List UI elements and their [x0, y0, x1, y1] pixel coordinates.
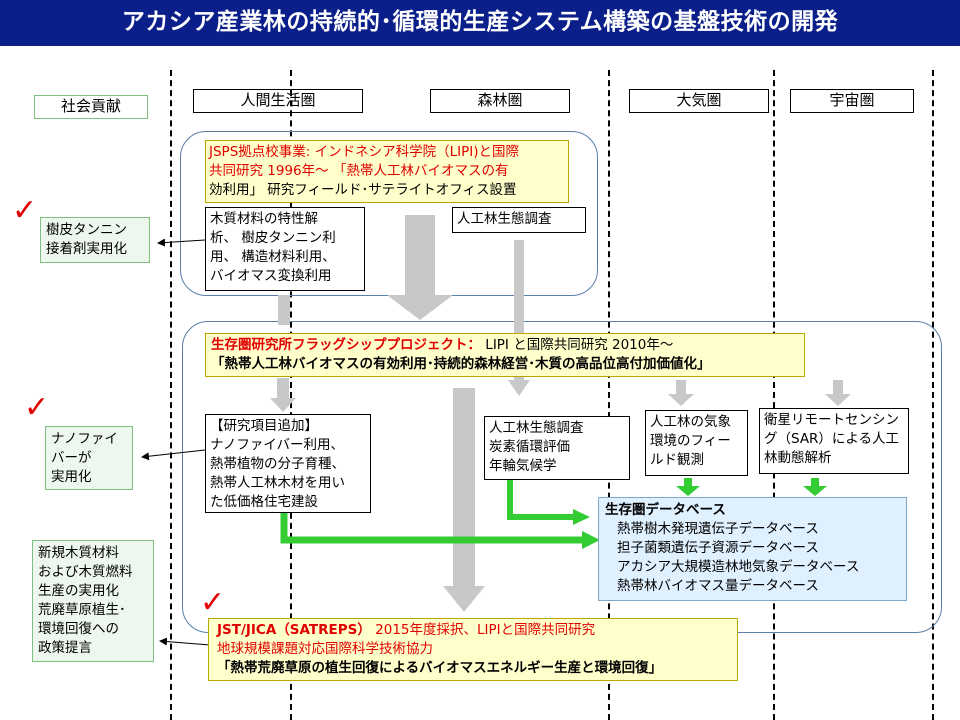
added-research-line: 【研究項目追加】 — [210, 418, 318, 434]
social-nano-line: バーが — [51, 450, 92, 466]
flagship-project-box: 生存圏研究所フラッグシッププロジェクト： LIPI と国際共同研究 2010年～… — [205, 333, 805, 377]
added-research-line: ナノファイバー利用、 — [210, 437, 345, 453]
jst-theme: 「熱帯荒廃草原の植生回復によるバイオマスエネルギー生産と環境回復」 — [217, 660, 663, 676]
database-item: 担子菌類遺伝子資源データベース — [617, 540, 819, 556]
check-icon: ✓ — [200, 585, 226, 620]
green-arrow-icon — [676, 478, 700, 496]
wood-research-line: 木質材料の特性解 — [210, 211, 318, 227]
green-arrow-icon — [280, 512, 600, 549]
divider-line — [170, 70, 172, 720]
wood-research-line: 用、 構造材料利用、 — [210, 249, 336, 265]
ecology-line: 人工林生態調査 — [489, 420, 584, 436]
jst-detail: 2015年度採択、LIPIと国際共同研究 — [375, 622, 596, 638]
divider-line — [773, 70, 775, 720]
jsps-line3: 効利用」 研究フィールド･サテライトオフィス設置 — [209, 182, 517, 198]
social-nano-line: ナノファイ — [51, 431, 118, 447]
arrow-icon — [157, 238, 206, 247]
weather-line: 人工林の気象 — [650, 414, 731, 430]
social-policy-line: 環境回復への — [38, 621, 119, 637]
ecology-survey-box: 人工林生態調査 — [452, 207, 586, 233]
weather-line: 環境のフィー — [650, 433, 731, 449]
social-tannin-line: 接着剤実用化 — [46, 241, 127, 257]
social-policy-line: 新規木質材料 — [38, 545, 119, 561]
social-policy-line: 政策提言 — [38, 640, 92, 656]
database-item: 熱帯樹木発現遺伝子データベース — [617, 521, 819, 537]
added-research-line: 熱帯植物の分子育種、 — [210, 456, 345, 472]
social-nanofiber-box: ナノファイ バーが 実用化 — [45, 426, 133, 490]
arrow-icon — [141, 449, 206, 461]
jsps-line2: 共同研究 1996年～ 「熱帯人工林バイオマスの有 — [209, 163, 509, 179]
jst-subtitle: 地球規模課題対応国際科学技術協力 — [217, 641, 433, 657]
grey-arrow-icon — [825, 380, 851, 406]
page-title: アカシア産業林の持続的･循環的生産システム構築の基盤技術の開発 — [0, 0, 960, 46]
ecology-carbon-box: 人工林生態調査 炭素循環評価 年輪気候学 — [484, 416, 630, 480]
added-research-line: 熱帯人工林木材を用い — [210, 475, 345, 491]
social-policy-line: および木質燃料 — [38, 564, 133, 580]
grey-arrow-icon — [508, 240, 530, 396]
social-nano-line: 実用化 — [51, 469, 92, 485]
flagship-detail: LIPI と国際共同研究 2010年～ — [481, 337, 674, 353]
weather-observation-box: 人工林の気象 環境のフィー ルド観測 — [645, 410, 748, 476]
satellite-line: 林動態解析 — [764, 450, 832, 466]
wood-research-line: 析、 樹皮タンニン利 — [210, 230, 336, 246]
grey-arrow-icon — [668, 380, 694, 406]
long-down-arrow-icon — [443, 388, 485, 612]
social-policy-box: 新規木質材料 および木質燃料 生産の実用化 荒廃草原植生･ 環境回復への 政策提… — [32, 540, 154, 662]
divider-line — [608, 70, 610, 720]
ecology-line: 年輪気候学 — [489, 458, 557, 474]
wood-research-box: 木質材料の特性解 析、 樹皮タンニン利 用、 構造材料利用、 バイオマス変換利用 — [205, 207, 365, 291]
green-arrow-icon — [507, 470, 590, 525]
arrow-icon — [159, 637, 211, 646]
check-icon: ✓ — [12, 193, 38, 228]
column-space-sphere: 宇宙圏 — [790, 89, 914, 113]
divider-line — [932, 70, 934, 720]
satellite-line: 衛星リモートセンシン — [764, 412, 899, 428]
satellite-sensing-box: 衛星リモートセンシン グ（SAR）による人工 林動態解析 — [759, 408, 909, 474]
weather-line: ルド観測 — [650, 452, 704, 468]
green-arrow-icon — [803, 478, 827, 496]
flagship-theme: 「熱帯人工林バイオマスの有効利用･持続的森林経営･木質の高品位高付加価値化」 — [211, 356, 711, 372]
social-tannin-line: 樹皮タンニン — [46, 222, 127, 238]
divider-line — [290, 70, 292, 720]
social-tannin-box: 樹皮タンニン 接着剤実用化 — [40, 217, 150, 263]
database-title: 生存圏データベース — [605, 502, 726, 518]
added-research-box: 【研究項目追加】 ナノファイバー利用、 熱帯植物の分子育種、 熱帯人工林木材を用… — [205, 414, 371, 513]
database-box: 生存圏データベース 熱帯樹木発現遺伝子データベース 担子菌類遺伝子資源データベー… — [598, 497, 907, 601]
check-icon: ✓ — [24, 390, 50, 425]
database-item: アカシア大規模造林地気象データベース — [617, 559, 860, 575]
ecology-line: 炭素循環評価 — [489, 439, 570, 455]
column-forest-sphere: 森林圏 — [430, 89, 570, 113]
social-policy-line: 荒廃草原植生･ — [38, 602, 126, 618]
grey-arrow-icon — [278, 295, 290, 325]
satellite-line: グ（SAR）による人工 — [764, 431, 900, 447]
added-research-line: た低価格住宅建設 — [210, 494, 318, 510]
column-human-sphere: 人間生活圏 — [193, 89, 363, 113]
jsps-line1: JSPS拠点校事業: インドネシア科学院（LIPI)と国際 — [209, 144, 519, 160]
database-item: 熱帯林バイオマス量データベース — [617, 578, 819, 594]
jsps-project-box: JSPS拠点校事業: インドネシア科学院（LIPI)と国際 共同研究 1996年… — [205, 140, 569, 203]
social-policy-line: 生産の実用化 — [38, 583, 119, 599]
column-atmosphere: 大気圏 — [629, 89, 769, 113]
column-social-contribution: 社会貢献 — [34, 95, 148, 119]
big-down-arrow-icon — [387, 215, 453, 320]
grey-arrow-icon — [270, 378, 296, 412]
wood-research-line: バイオマス変換利用 — [210, 268, 332, 284]
flagship-label: 生存圏研究所フラッグシッププロジェクト： — [211, 337, 481, 353]
jst-jica-project-box: JST/JICA（SATREPS） 2015年度採択、LIPIと国際共同研究 地… — [208, 618, 738, 681]
jst-label: JST/JICA（SATREPS） — [217, 622, 371, 638]
